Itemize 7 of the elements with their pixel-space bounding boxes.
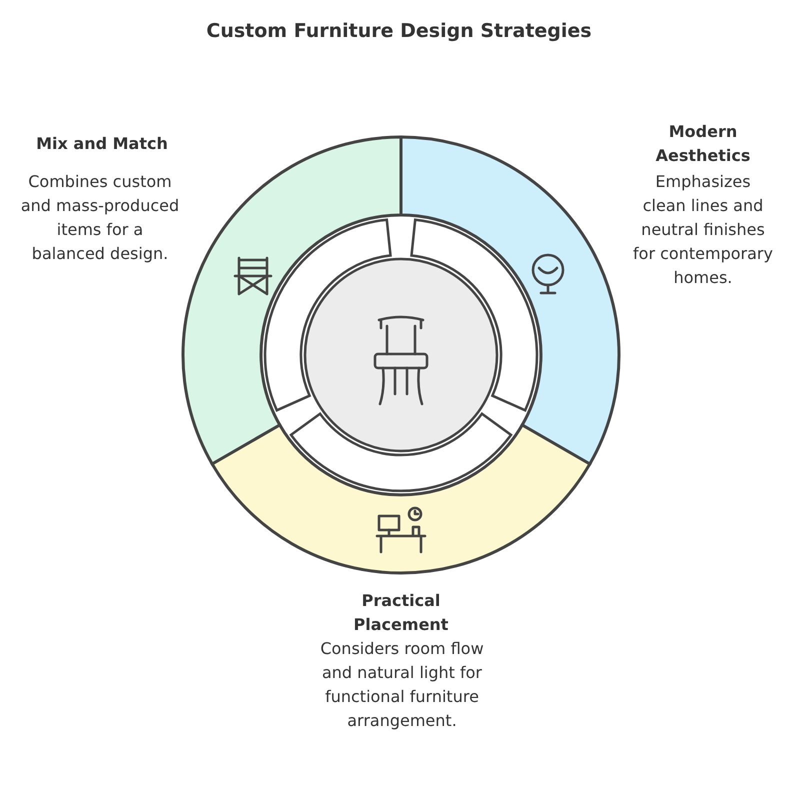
segment-heading: Modern Aesthetics [654, 121, 752, 167]
segment-heading: Practical Placement [352, 590, 450, 636]
segment-description: Combines custom and mass-produced items for a balanced design. [20, 171, 180, 265]
segment-description: Considers room flow and natural light for functional furniture arrangement. [319, 638, 485, 732]
segment-heading: Mix and Match [35, 133, 169, 155]
segment-description: Emphasizes clean lines and neutral finishes for contemporary homes. [632, 171, 774, 289]
diagram-title: Custom Furniture Design Strategies [205, 20, 593, 42]
